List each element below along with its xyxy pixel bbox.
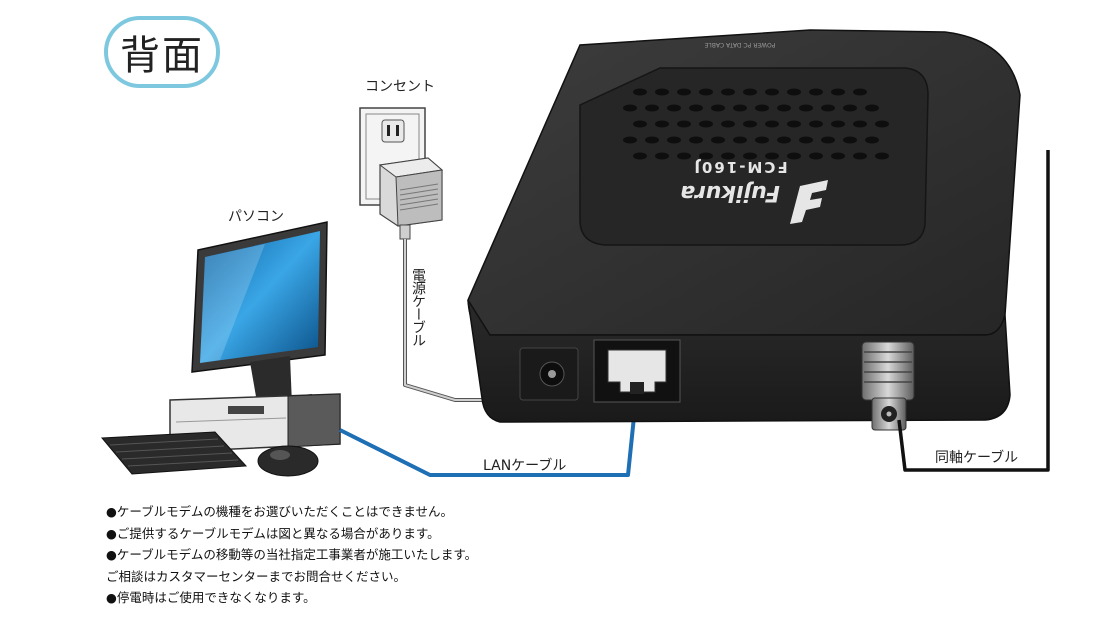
model-label: FCM-160J — [692, 158, 787, 176]
power-cable-label: 電源ケーブル — [410, 268, 426, 346]
pc-monitor — [191, 221, 328, 418]
pc-label: パソコン — [228, 209, 284, 225]
note-item: ●ケーブルモデムの移動等の当社指定工事業者が施工いたします。 — [106, 547, 478, 562]
note-item: ●停電時はご使用できなくなります。 — [106, 590, 316, 605]
coax-cable — [897, 150, 1050, 472]
coax-connector — [861, 341, 915, 431]
keyboard — [100, 431, 248, 475]
notes-list: ●ケーブルモデムの機種をお選びいただくことはできません。 ●ご提供するケーブルモ… — [106, 501, 477, 609]
coax-cable-label: 同軸ケーブル — [935, 450, 1019, 466]
mouse — [257, 445, 319, 477]
outlet-label: コンセント — [365, 79, 435, 95]
lan-cable — [339, 377, 640, 477]
note-item: ご相談はカスタマーセンターまでお問合せください。 — [106, 568, 407, 584]
note-item: ●ご提供するケーブルモデムは図と異なる場合があります。 — [106, 525, 440, 541]
power-jack — [519, 347, 579, 401]
lan-cable-label: LANケーブル — [483, 458, 567, 474]
lan-port — [593, 339, 681, 403]
note-item: ●ケーブルモデムの機種をお選びいただくことはできません。 — [106, 504, 454, 519]
page-title: 背面 — [120, 33, 204, 79]
ac-adapter — [378, 157, 444, 240]
title-badge: 背面 — [104, 16, 220, 88]
cable-modem: Fujikura FCM-160J POWER PC DATA CABLE — [467, 29, 1021, 431]
brand-logo: Fujikura — [680, 180, 780, 205]
top-port-labels: POWER PC DATA CABLE — [704, 41, 775, 48]
